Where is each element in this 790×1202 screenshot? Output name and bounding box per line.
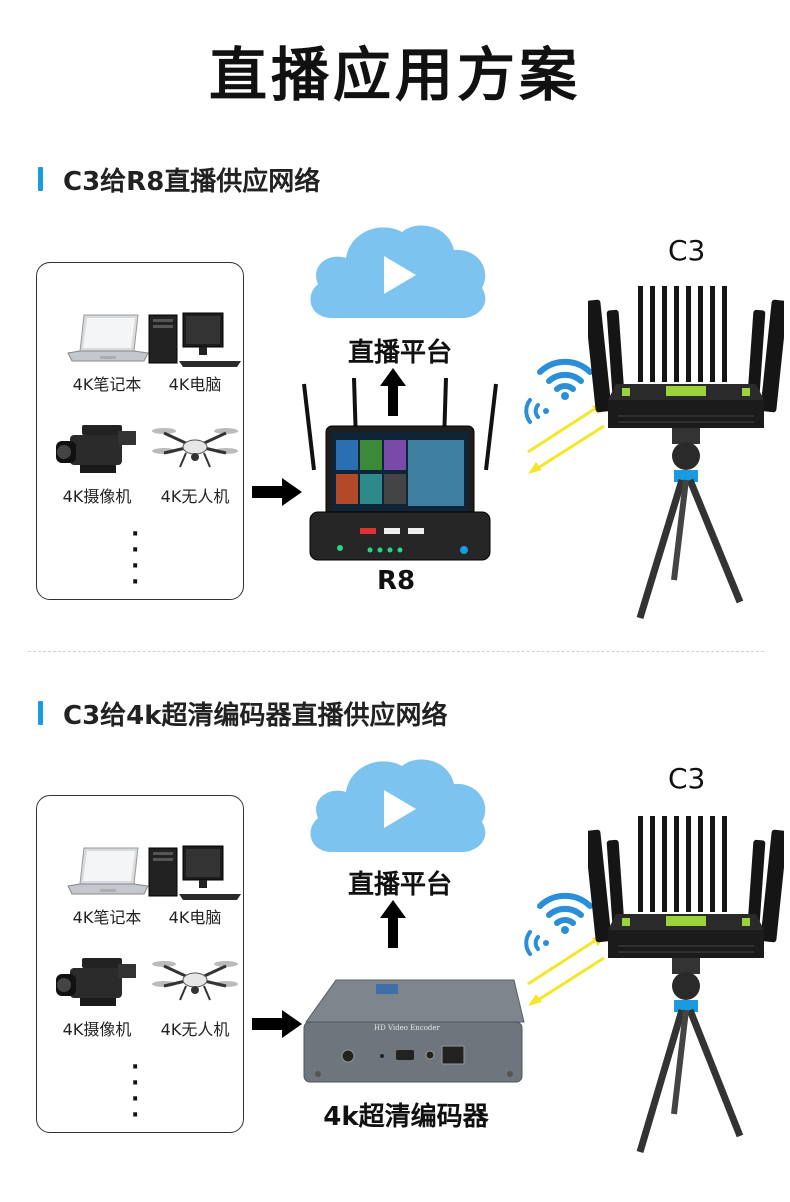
source-label: 4K摄像机 [62,487,132,506]
source-label: 4K无人机 [160,487,230,506]
video-encoder-device: HD Video Encoder [303,979,525,1083]
laptop-icon [67,314,149,362]
source-devices-panel: 4K笔记本 4K电脑 4K摄像机 [36,262,244,600]
laptop-icon [67,847,149,895]
wifi-small-icon [524,398,549,424]
c3-label: C3 [668,762,706,795]
more-sources-ellipsis: ···· [131,1055,140,1128]
c3-router-tripod [588,816,784,1153]
encoder-brand-text: HD Video Encoder [374,1024,441,1032]
source-label: 4K笔记本 [72,375,142,394]
source-laptop: 4K笔记本 [57,309,157,395]
source-desktop: 4K电脑 [145,309,245,395]
source-label: 4K无人机 [160,1020,230,1039]
cloud-icon [310,225,486,318]
source-label: 4K笔记本 [72,908,142,927]
source-devices-panel: 4K笔记本 4K电脑 4K摄像机 [36,795,244,1133]
section-divider [28,651,764,652]
drone-icon [152,428,238,468]
page-title: 直播应用方案 [208,41,581,109]
section-heading-r8: C3给R8直播供应网络 [38,164,320,197]
source-desktop: 4K电脑 [145,842,245,928]
arrow-up-icon [380,368,406,416]
c3-router-tripod [588,286,784,620]
desktop-pc-icon [148,845,241,900]
arrow-right-icon [252,1010,302,1038]
wifi-small-icon [524,930,549,956]
source-drone: 4K无人机 [145,954,245,1040]
source-camcorder: 4K摄像机 [47,954,147,1040]
c3-label: C3 [668,234,706,267]
source-drone: 4K无人机 [145,421,245,507]
r8-label: R8 [376,566,416,596]
play-icon [384,256,416,294]
section-heading-text: C3给4k超清编码器直播供应网络 [63,700,448,731]
section-accent-bar [38,701,43,725]
source-label: 4K摄像机 [62,1020,132,1039]
camcorder-icon [56,425,136,473]
drone-icon [152,961,238,1001]
wifi-icon [537,892,593,934]
desktop-pc-icon [148,312,241,367]
camcorder-icon [56,958,136,1006]
wifi-icon [537,358,593,400]
section-heading-encoder: C3给4k超清编码器直播供应网络 [38,698,448,731]
arrow-right-icon [252,478,302,506]
source-label: 4K电脑 [168,375,222,394]
live-platform-label: 直播平台 [347,338,452,368]
encoder-label: 4k超清编码器 [323,1102,489,1132]
live-platform-label: 直播平台 [347,870,452,900]
r8-switcher-device [302,378,498,561]
source-label: 4K电脑 [168,908,222,927]
cloud-icon [310,759,486,852]
more-sources-ellipsis: ···· [131,522,140,595]
section-heading-text: C3给R8直播供应网络 [63,166,321,197]
arrow-up-icon [380,900,406,948]
play-icon [384,790,416,828]
section-accent-bar [38,167,43,191]
source-laptop: 4K笔记本 [57,842,157,928]
source-camcorder: 4K摄像机 [47,421,147,507]
